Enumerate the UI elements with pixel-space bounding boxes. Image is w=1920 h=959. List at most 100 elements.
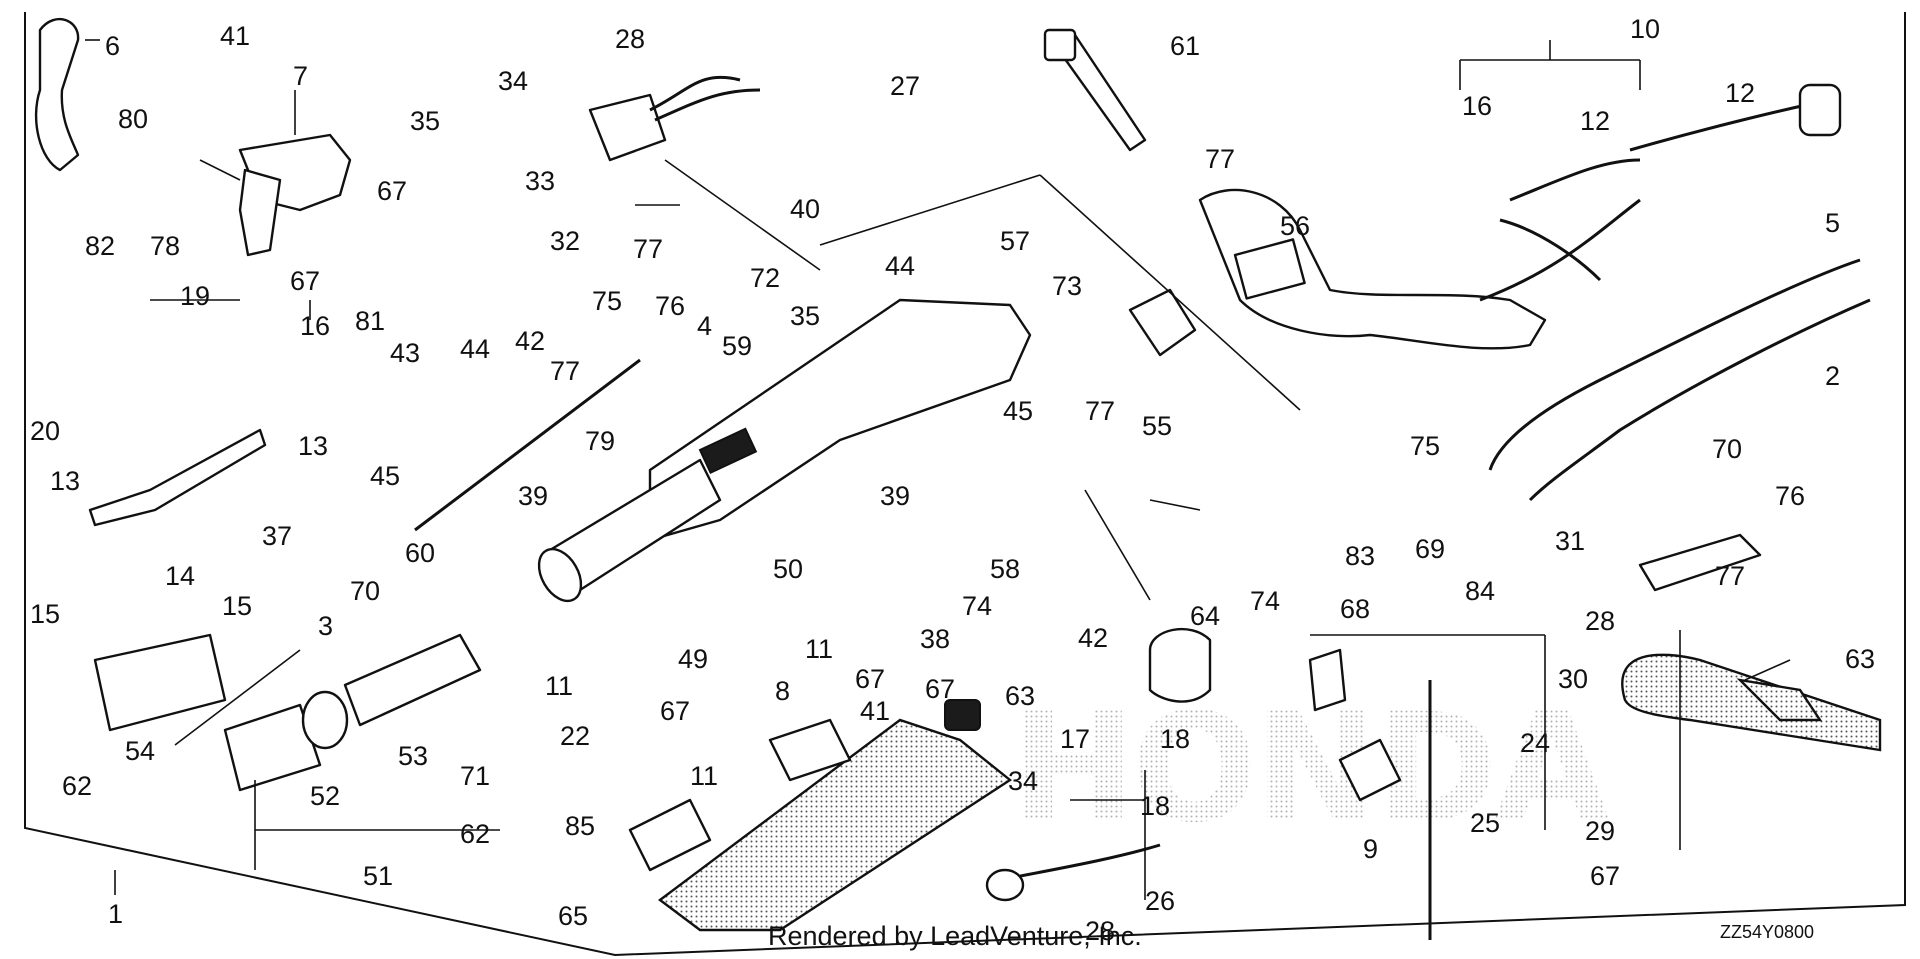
callout-12: 12 (1580, 106, 1610, 136)
callout-86: 79 (585, 426, 615, 456)
callout-60: 60 (405, 538, 435, 568)
callout-67: 67 (290, 266, 320, 296)
callout-28: 29 (1585, 816, 1615, 846)
callout-32: 34 (1008, 766, 1038, 796)
part-51-housing (223, 703, 322, 792)
part-25-switch-box (588, 93, 667, 162)
callout-54: 54 (125, 736, 155, 766)
footer-credit: Rendered by LeadVenture, Inc. (768, 921, 1142, 951)
callout-16: 16 (1462, 91, 1492, 121)
callout-33: 37 (262, 521, 292, 551)
callout-16: 16 (300, 311, 330, 341)
callout-41: 33 (525, 166, 555, 196)
callout-78: 77 (633, 234, 663, 264)
callout-3: 3 (318, 611, 333, 641)
callout-59: 59 (722, 331, 752, 361)
callout-69: 73 (1052, 271, 1082, 301)
part-2-cable (1528, 298, 1871, 502)
callout-75: 71 (460, 761, 490, 791)
callout-81: 76 (1775, 481, 1805, 511)
callout-83: 77 (1085, 396, 1115, 426)
callout-28: 28 (1585, 606, 1615, 636)
callout-12: 12 (1725, 78, 1755, 108)
callout-15: 15 (30, 599, 60, 629)
callout-50: 50 (773, 554, 803, 584)
callout-13: 13 (298, 431, 328, 461)
callout-53: 53 (398, 741, 428, 771)
callout-27: 28 (1085, 916, 1115, 946)
callout-13: 13 (50, 466, 80, 496)
callout-6: 6 (105, 31, 120, 61)
part-9-sleeve (1338, 738, 1402, 802)
callout-79: 75 (1410, 431, 1440, 461)
part-54-grip (93, 633, 227, 732)
callout-43: 35 (410, 106, 440, 136)
callout-85: 77 (550, 356, 580, 386)
callout-24: 27 (890, 71, 920, 101)
callout-30: 31 (1555, 526, 1585, 556)
callout-84: 77 (1205, 144, 1235, 174)
callout-36: 39 (880, 481, 910, 511)
callout-11: 11 (690, 761, 718, 791)
callout-87: 80 (118, 104, 148, 134)
part-32-lower-cover (658, 718, 1013, 932)
callout-64: 63 (1005, 681, 1035, 711)
callout-67: 67 (925, 674, 955, 704)
callout-1: 1 (108, 899, 123, 929)
callout-61: 61 (1170, 31, 1200, 61)
callout-45: 42 (515, 326, 545, 356)
callout-14: 14 (165, 561, 195, 591)
callout-5: 5 (1825, 208, 1840, 238)
part-90-sleeve (628, 798, 712, 872)
callout-44: 45 (1003, 396, 1033, 426)
callout-18: 18 (1140, 791, 1170, 821)
callout-20: 20 (30, 416, 60, 446)
callout-22: 24 (1520, 728, 1550, 758)
callout-73: 69 (1415, 534, 1445, 564)
callout-92: 84 (1465, 576, 1495, 606)
callout-23: 25 (1470, 808, 1500, 838)
callout-68: 72 (750, 263, 780, 293)
assembly-frame (24, 12, 1906, 957)
callout-8: 8 (775, 676, 790, 706)
callout-71: 70 (350, 576, 380, 606)
callout-89: 82 (85, 231, 115, 261)
callout-55: 55 (1142, 411, 1172, 441)
callout-82: 77 (1715, 561, 1745, 591)
callout-26: 26 (1145, 886, 1175, 916)
callout-51: 51 (363, 861, 393, 891)
callout-77: 75 (592, 286, 622, 316)
part-7-arm (238, 168, 282, 257)
callout-40: 32 (550, 226, 580, 256)
part-52-ring (301, 690, 349, 750)
part-6-grip (34, 18, 80, 172)
part-38-grommet (944, 699, 981, 731)
callout-74: 70 (1712, 434, 1742, 464)
callout-67: 67 (660, 696, 690, 726)
callout-labels: 6 41 7 80 67 82 78 67 35 34 33 32 81 43 … (30, 14, 1875, 946)
part-22-stop-switch (1308, 648, 1347, 712)
part-31-tiller-arm (648, 298, 1032, 542)
callout-9: 9 (1363, 834, 1378, 864)
parts-drawing (34, 18, 1882, 940)
callout-88: 81 (355, 306, 385, 336)
callout-19: 19 (180, 281, 210, 311)
callout-17: 17 (1060, 724, 1090, 754)
part-30-bracket (1638, 533, 1762, 592)
part-55-block (1128, 288, 1197, 357)
callout-11: 11 (545, 671, 573, 701)
honda-watermark: HONDA (1010, 682, 1610, 856)
callout-25: 28 (615, 24, 645, 54)
callout-90: 85 (565, 811, 595, 841)
callout-77: 76 (655, 291, 685, 321)
callout-63: 63 (1845, 644, 1875, 674)
part-17-ignition-switch (1148, 627, 1212, 703)
callout-67: 67 (855, 664, 885, 694)
leader-lines (85, 39, 1791, 900)
callout-58: 58 (990, 554, 1020, 584)
callout-18: 18 (1160, 724, 1190, 754)
callout-2: 2 (1825, 361, 1840, 391)
callout-72: 68 (1340, 594, 1370, 624)
callout-56: 56 (1280, 211, 1310, 241)
part-8-sleeve (768, 718, 852, 782)
